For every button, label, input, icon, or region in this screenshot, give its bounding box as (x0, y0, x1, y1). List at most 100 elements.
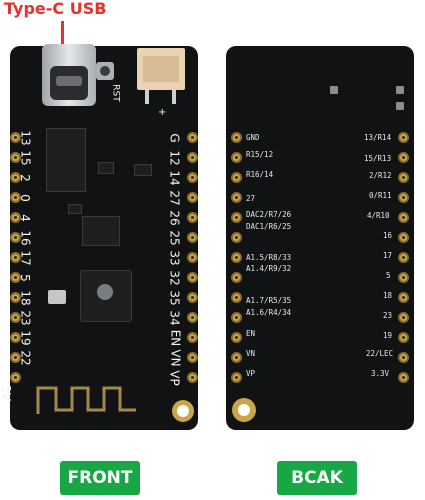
pin-pad (398, 192, 409, 203)
back-right-pin-label: 19 (383, 331, 393, 340)
front-left-pin-label: 22 (18, 350, 33, 366)
front-right-pin-label: VP (167, 370, 182, 386)
pin-pad (10, 152, 21, 163)
pin-pad (231, 272, 242, 283)
pin-pad (187, 232, 198, 243)
pin-pad (231, 372, 242, 383)
pin-pad (231, 292, 242, 303)
back-left-pin-label: A1.4/R9/32 (246, 264, 292, 273)
back-left-pin-label: 27 (246, 194, 256, 203)
espressif-logo-icon (97, 284, 113, 300)
front-left-pin-label: 15 (18, 150, 33, 166)
front-right-pin-label: G (167, 133, 182, 143)
pin-pad (231, 312, 242, 323)
pin-pad (187, 312, 198, 323)
pin-pad (398, 132, 409, 143)
front-right-pin-label: EN (168, 329, 183, 347)
front-right-pin-label: 34 (167, 310, 182, 326)
front-right-pin-label: 27 (167, 190, 182, 206)
pin-pad (10, 292, 21, 303)
rst-label: RST (110, 84, 121, 102)
pin-pad (231, 252, 242, 263)
pin-pad (231, 192, 242, 203)
back-left-pin-label: EN (246, 329, 256, 338)
back-left-pin-label: DAC2/R7/26 (246, 210, 292, 219)
pin-pad (231, 232, 242, 243)
back-right-pin-label: 3.3V (371, 369, 390, 378)
front-right-pin-label: 32 (167, 270, 182, 286)
back-left-pin-label: GND (246, 133, 260, 142)
pin-pad (231, 212, 242, 223)
front-left-pin-label: 2 (17, 174, 32, 182)
pin-pad (10, 172, 21, 183)
pin-pad (10, 192, 21, 203)
pin-pad (398, 292, 409, 303)
pin-pad (10, 272, 21, 283)
back-right-pin-label: 17 (383, 251, 393, 260)
pin-pad (398, 372, 409, 383)
pin-pad (398, 172, 409, 183)
flash-chip (82, 216, 120, 246)
pin-pad (10, 332, 21, 343)
pin-pad (398, 332, 409, 343)
pin-pad (10, 232, 21, 243)
pin-pad (231, 352, 242, 363)
pin-pad (10, 312, 21, 323)
pin-pad (10, 132, 21, 143)
front-right-pin-label: 35 (167, 290, 182, 306)
pin-pad (398, 312, 409, 323)
pin-pad (10, 252, 21, 263)
back-left-pin-label: A1.6/R4/34 (246, 308, 292, 317)
pin-pad (231, 172, 242, 183)
pin-pad (10, 352, 21, 363)
front-left-pin-label: 13 (18, 130, 33, 146)
back-tag: BCAK (277, 461, 357, 495)
pin-pad (10, 212, 21, 223)
usb-serial-chip (46, 128, 86, 192)
pin-pad (187, 152, 198, 163)
back-right-pin-label: 0/R11 (369, 191, 392, 200)
pin-pad (231, 332, 242, 343)
front-left-pin-label: 23 (18, 310, 33, 326)
front-right-pin-label: 26 (167, 210, 182, 226)
pin-pad (231, 152, 242, 163)
pin-pad (187, 172, 198, 183)
back-left-pin-label: A1.5/R8/33 (246, 253, 292, 262)
front-left-pin-label: 3V (0, 385, 13, 401)
back-left-pin-label: DAC1/R6/25 (246, 222, 292, 231)
front-left-pin-label: 18 (18, 290, 33, 306)
back-right-pin-label: 15/R13 (364, 154, 392, 163)
front-right-pin-label: VN (168, 349, 183, 367)
back-right-pin-label: 5 (386, 271, 391, 280)
front-left-pin-label: 17 (18, 250, 33, 266)
pcb-antenna (36, 386, 136, 414)
pin-pad (187, 192, 198, 203)
front-right-pin-label: 33 (167, 250, 182, 266)
back-left-pin-label: A1.7/R5/35 (246, 296, 292, 305)
front-tag: FRONT (60, 461, 140, 495)
pin-pad (398, 352, 409, 363)
pin-pad (398, 152, 409, 163)
pin-pad (187, 212, 198, 223)
back-left-pin-label: VN (246, 349, 256, 358)
pin-pad (187, 352, 198, 363)
pin-pad (398, 272, 409, 283)
board-back: GND R15/12 R16/14 27 DAC2/R7/26 DAC1/R6/… (226, 46, 414, 430)
back-right-pin-label: 23 (383, 311, 393, 320)
pin-pad (398, 212, 409, 223)
back-left-pin-label: VP (246, 369, 256, 378)
back-right-pin-label: 18 (383, 291, 393, 300)
front-right-pin-label: 14 (167, 170, 182, 186)
pin-pad (231, 132, 242, 143)
pin-pad (10, 372, 21, 383)
pin-pad (187, 372, 198, 383)
plus-label: + (158, 107, 167, 118)
back-left-pin-label: R16/14 (246, 170, 274, 179)
front-right-pin-label: 25 (167, 230, 182, 246)
back-right-pin-label: 4/R10 (367, 211, 390, 220)
front-left-pin-label: 19 (18, 330, 33, 346)
front-left-pin-label: 0 (17, 194, 32, 202)
board-front: RST + 13 15 2 0 4 16 17 (0, 44, 198, 430)
front-left-pin-label: 4 (17, 214, 32, 222)
back-left-pin-label: R15/12 (246, 150, 274, 159)
